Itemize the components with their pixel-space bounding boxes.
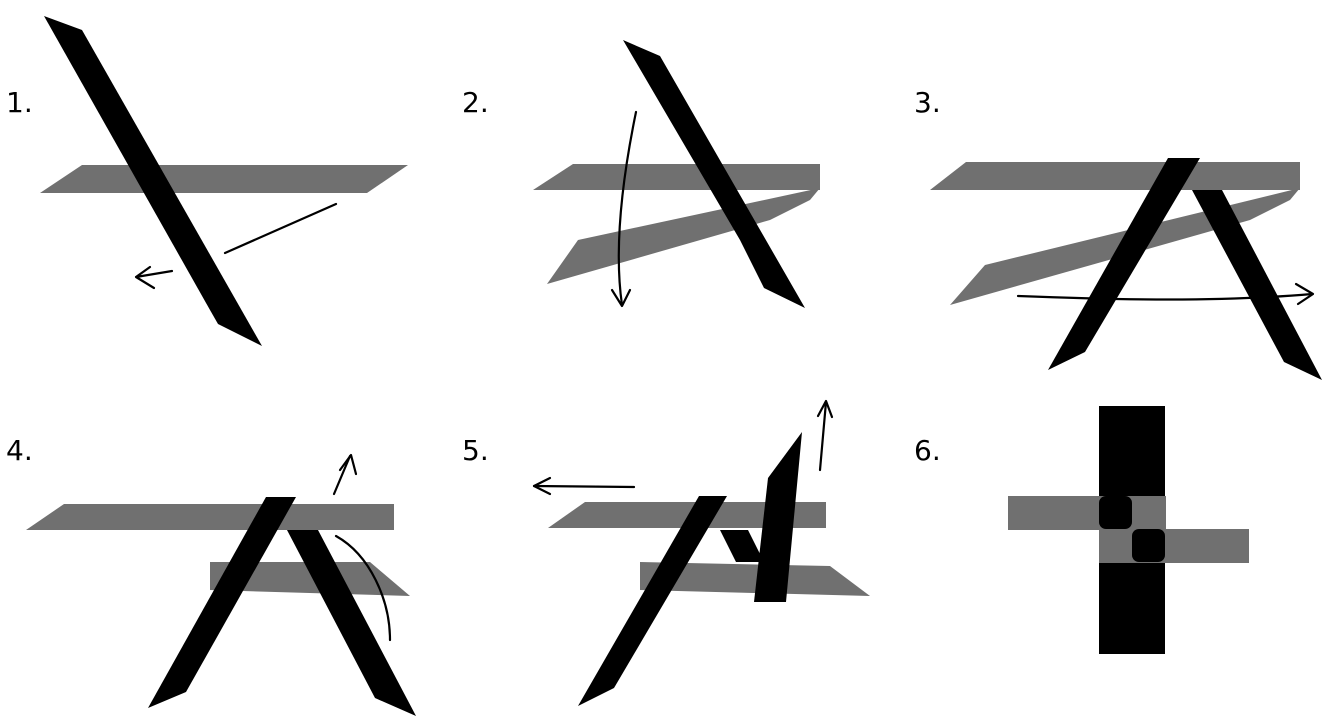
black-strand-left <box>148 497 296 708</box>
step-2-label: 2. <box>462 86 489 119</box>
arrow-curve-down <box>617 110 638 307</box>
arrow-head-down <box>610 288 632 308</box>
arrow-head-left <box>532 476 552 496</box>
black-strand <box>44 16 262 346</box>
black-strand-vertical <box>754 432 802 602</box>
gray-strand-top <box>26 504 394 530</box>
arrow-head-left <box>134 265 174 290</box>
step-3-label: 3. <box>914 86 941 119</box>
step-6-label: 6. <box>914 434 941 467</box>
black-strand-middle <box>720 530 764 562</box>
black-strand-left <box>1048 158 1200 370</box>
arrow-line-right <box>1016 292 1314 301</box>
black-strand-right <box>1192 190 1322 380</box>
step-5: 5. <box>462 399 870 706</box>
black-strand-left <box>578 496 727 706</box>
arrow-up-short <box>332 454 352 496</box>
step-3: 3. <box>914 86 1322 380</box>
step-1: 1. <box>6 16 408 346</box>
knot-square-top-right <box>1132 496 1165 529</box>
step-4-label: 4. <box>6 434 33 467</box>
arrow-up <box>818 400 828 472</box>
gray-strand <box>40 165 408 193</box>
knot-square-bottom-right <box>1132 529 1165 562</box>
step-2: 2. <box>462 40 820 308</box>
gray-strand-diagonal <box>547 188 820 284</box>
gray-strand-lower <box>640 562 870 596</box>
arrow-head-up <box>816 399 834 419</box>
step-4: 4. <box>6 434 416 716</box>
arrow-head-right <box>1294 282 1315 306</box>
step-6: 6. <box>914 406 1249 654</box>
knot-square-bottom-left <box>1099 529 1132 562</box>
black-strand-right <box>287 530 416 716</box>
arrow-curve-up <box>334 534 392 642</box>
arrow-line <box>223 202 338 255</box>
gray-strand-top <box>533 164 820 190</box>
step-1-label: 1. <box>6 86 33 119</box>
knot-square-top-left <box>1099 496 1132 529</box>
gray-strand-lower <box>210 562 410 596</box>
arrow-head-up <box>338 453 358 476</box>
gray-strand-top <box>930 162 1300 190</box>
step-5-label: 5. <box>462 434 489 467</box>
black-strand <box>623 40 805 308</box>
gray-strand-top <box>548 502 826 528</box>
arrow-left <box>532 484 636 489</box>
